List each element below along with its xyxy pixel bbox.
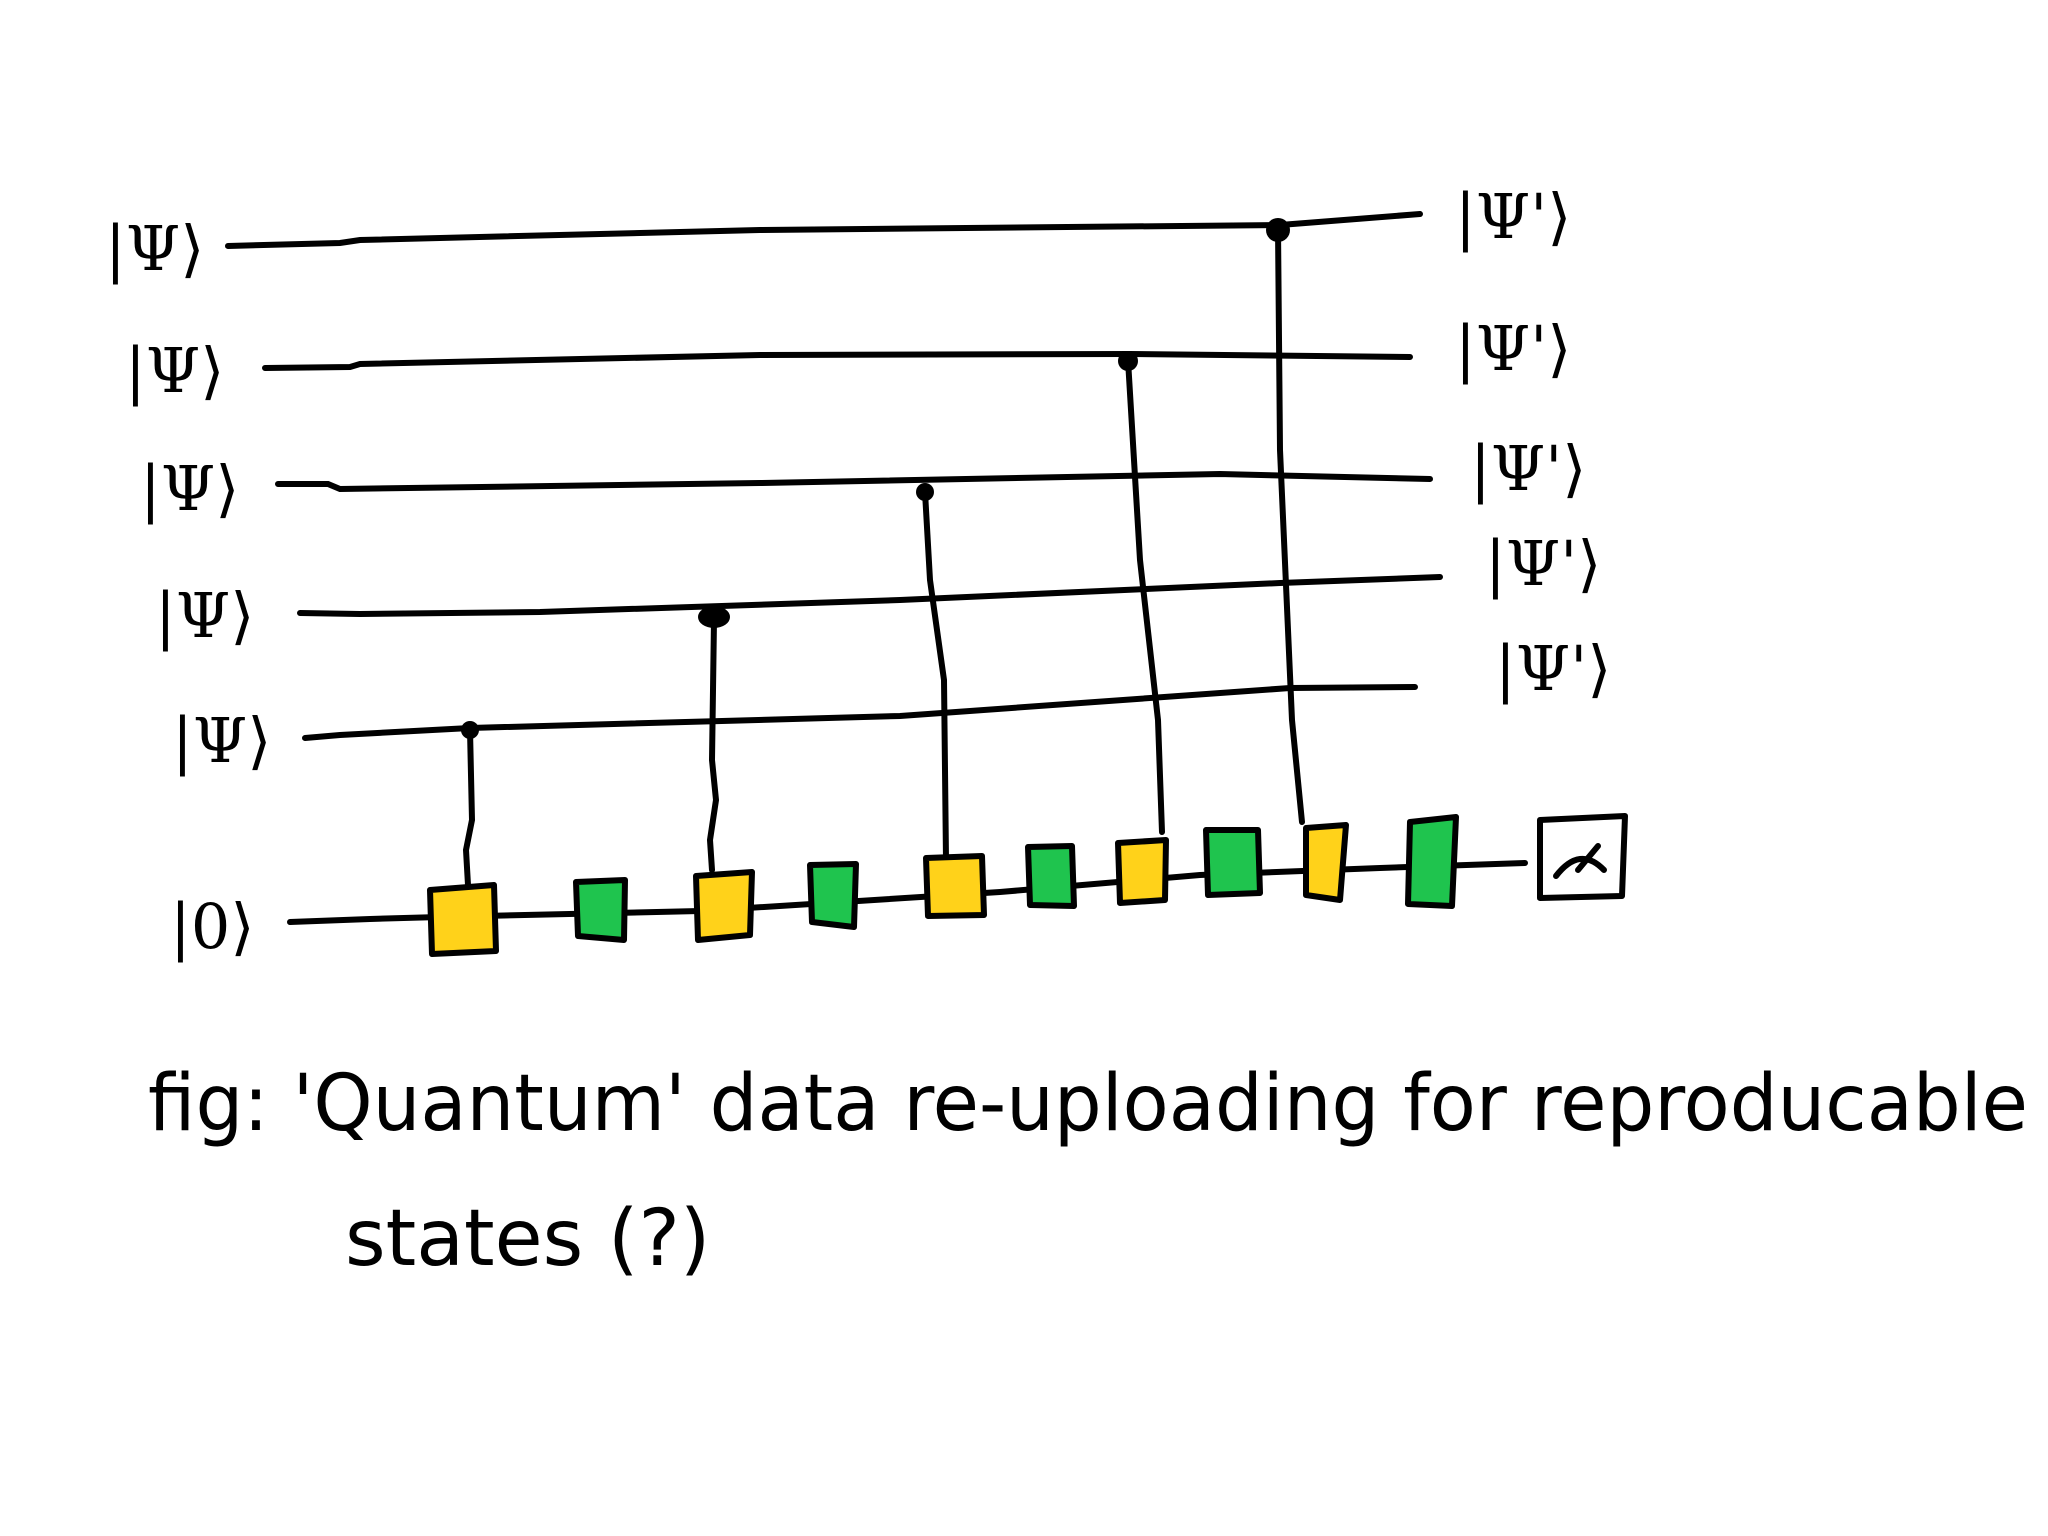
qubit-wire-5 — [302, 684, 1418, 741]
control-line-4 — [1125, 357, 1165, 835]
output-label-4: |Ψ'⟩ — [1485, 527, 1602, 600]
control-line-3 — [922, 489, 949, 863]
ancilla-label: |0⟩ — [170, 890, 255, 963]
output-label-5: |Ψ'⟩ — [1495, 632, 1612, 705]
control-dot-1 — [461, 721, 479, 739]
caption-line-1: fig: 'Quantum' data re-uploading for rep… — [148, 1059, 2028, 1149]
input-label-2: |Ψ⟩ — [125, 334, 224, 407]
gate-yellow-3 — [923, 853, 987, 919]
output-label-2: |Ψ'⟩ — [1455, 312, 1572, 385]
gate-yellow-5 — [1303, 822, 1349, 903]
gate-yellow-1 — [427, 882, 499, 957]
qubit-wire-4 — [297, 574, 1443, 618]
output-label-3: |Ψ'⟩ — [1470, 432, 1587, 505]
caption-line-2: states (?) — [345, 1194, 710, 1284]
control-dot-4 — [1118, 351, 1138, 371]
gate-yellow-2 — [693, 869, 755, 943]
gate-green-2 — [807, 861, 859, 930]
input-label-5: |Ψ⟩ — [172, 704, 271, 777]
control-line-2 — [706, 617, 720, 873]
gate-yellow-4 — [1115, 837, 1169, 906]
input-label-1: |Ψ⟩ — [105, 212, 204, 285]
input-label-3: |Ψ⟩ — [140, 452, 239, 525]
control-dot-3 — [916, 483, 934, 501]
gate-green-3 — [1025, 843, 1077, 909]
output-label-1: |Ψ'⟩ — [1455, 180, 1572, 253]
input-label-4: |Ψ⟩ — [155, 579, 254, 652]
control-line-1 — [462, 727, 476, 888]
qubit-wire-1 — [225, 211, 1423, 249]
gate-green-4 — [1203, 827, 1263, 898]
gate-green-5 — [1405, 814, 1459, 909]
qubit-wire-2 — [262, 350, 1413, 371]
meter-icon — [1537, 813, 1628, 901]
gate-green-1 — [573, 877, 628, 943]
control-dot-2 — [698, 606, 730, 628]
control-line-5 — [1275, 225, 1305, 825]
qubit-wire-3 — [275, 470, 1433, 493]
control-dot-5 — [1266, 218, 1290, 242]
